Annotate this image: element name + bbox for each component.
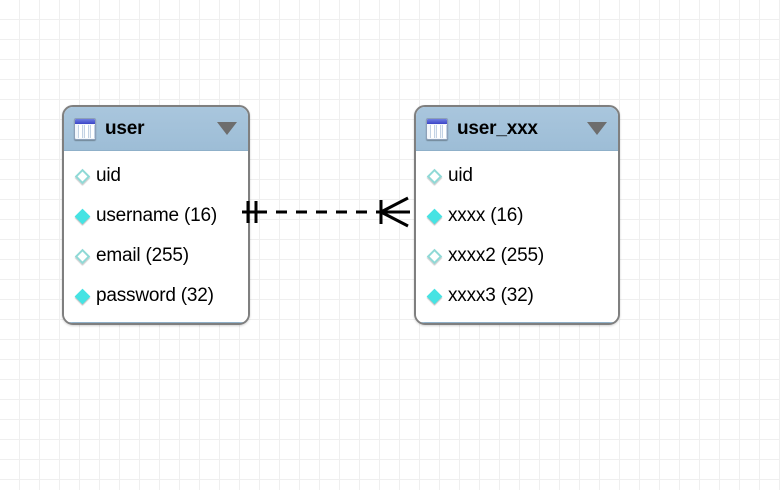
- field-row[interactable]: xxxx3 (32): [416, 276, 618, 316]
- key-diamond-icon: [426, 288, 443, 304]
- cardinality-one-to-many: [379, 196, 410, 228]
- field-label: uid: [448, 165, 473, 186]
- entity-box-user[interactable]: user uid username (16) email (255) passw…: [62, 105, 250, 325]
- field-row[interactable]: xxxx (16): [416, 196, 618, 236]
- field-row[interactable]: username (16): [64, 196, 248, 236]
- relationship-connector[interactable]: [242, 189, 412, 235]
- field-label: xxxx (16): [448, 205, 524, 226]
- field-label: password (32): [96, 285, 214, 306]
- entity-footer-user-xxx: [416, 322, 618, 323]
- field-row[interactable]: password (32): [64, 276, 248, 316]
- chevron-down-icon[interactable]: [587, 122, 607, 135]
- entity-header-user[interactable]: user: [64, 107, 248, 151]
- field-label: username (16): [96, 205, 217, 226]
- entity-header-user-xxx[interactable]: user_xxx: [416, 107, 618, 151]
- chevron-down-icon[interactable]: [217, 122, 237, 135]
- field-row[interactable]: email (255): [64, 236, 248, 276]
- entity-title-user-xxx: user_xxx: [457, 117, 538, 139]
- key-diamond-icon: [74, 168, 91, 184]
- entity-title-user: user: [105, 117, 145, 139]
- field-label: email (255): [96, 245, 189, 266]
- field-list-user-xxx: uid xxxx (16) xxxx2 (255) xxxx3 (32): [416, 151, 618, 322]
- key-diamond-icon: [74, 248, 91, 264]
- field-row[interactable]: uid: [416, 156, 618, 196]
- entity-footer-user: [64, 322, 248, 323]
- entity-box-user-xxx[interactable]: user_xxx uid xxxx (16) xxxx2 (255) xxxx3…: [414, 105, 620, 325]
- field-label: xxxx3 (32): [448, 285, 534, 306]
- key-diamond-icon: [426, 168, 443, 184]
- table-icon: [426, 117, 448, 140]
- field-row[interactable]: uid: [64, 156, 248, 196]
- key-diamond-icon: [426, 248, 443, 264]
- key-diamond-icon: [426, 208, 443, 224]
- field-row[interactable]: xxxx2 (255): [416, 236, 618, 276]
- key-diamond-icon: [74, 288, 91, 304]
- field-label: uid: [96, 165, 121, 186]
- key-diamond-icon: [74, 208, 91, 224]
- table-icon: [74, 117, 96, 140]
- field-list-user: uid username (16) email (255) password (…: [64, 151, 248, 322]
- field-label: xxxx2 (255): [448, 245, 545, 266]
